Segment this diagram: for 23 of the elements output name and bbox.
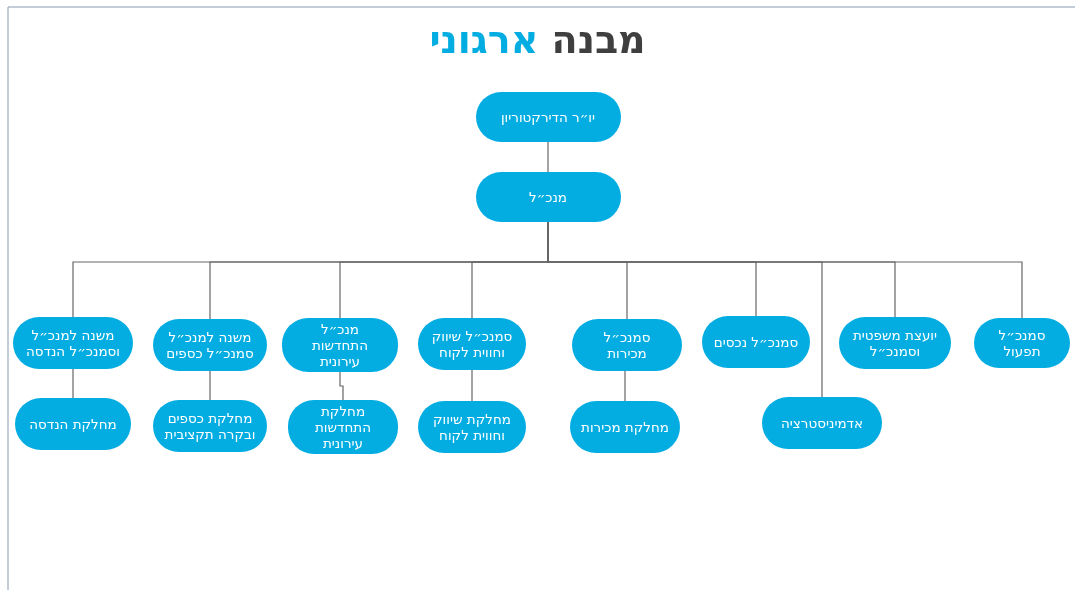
org-box: מנכ״ל התחדשות עירונית — [282, 318, 398, 372]
org-box: סמנכ״ל תפעול — [974, 318, 1070, 368]
connector-line — [209, 370, 211, 401]
org-box: מחלקת כספים ובקרה תקציבית — [153, 400, 267, 452]
org-box: מנכ״ל — [475, 172, 621, 222]
org-box: אדמיניסטרציה — [762, 397, 882, 449]
org-box: משנה למנכ״ל וסמנכ״ל הנדסה — [13, 317, 133, 369]
org-box: מחלקת מכירות — [570, 401, 680, 453]
connector-line — [72, 368, 74, 399]
org-box: יועצת משפטית וסמנכ״ל — [839, 317, 951, 369]
connector-line — [339, 371, 344, 401]
connector-line — [471, 369, 473, 402]
connector-line — [547, 141, 549, 173]
connector-line — [624, 370, 626, 402]
org-box: יו״ר הדירקטוריון — [475, 92, 621, 142]
org-box: מחלקת שיווק וחווית לקוח — [418, 401, 526, 453]
org-box: סמנכ״ל מכירות — [572, 319, 682, 371]
org-box: משנה למנכ״ל סמנכ״ל כספים — [153, 319, 267, 371]
org-box: מחלקת התחדשות עירונית — [288, 400, 398, 454]
org-box: מחלקת הנדסה — [15, 398, 131, 450]
org-box: סמנכ״ל נכסים — [702, 316, 810, 368]
title: מבנה ארגוני — [428, 18, 647, 62]
org-box: סמנכ״ל שיווק וחווית לקוח — [418, 318, 526, 370]
